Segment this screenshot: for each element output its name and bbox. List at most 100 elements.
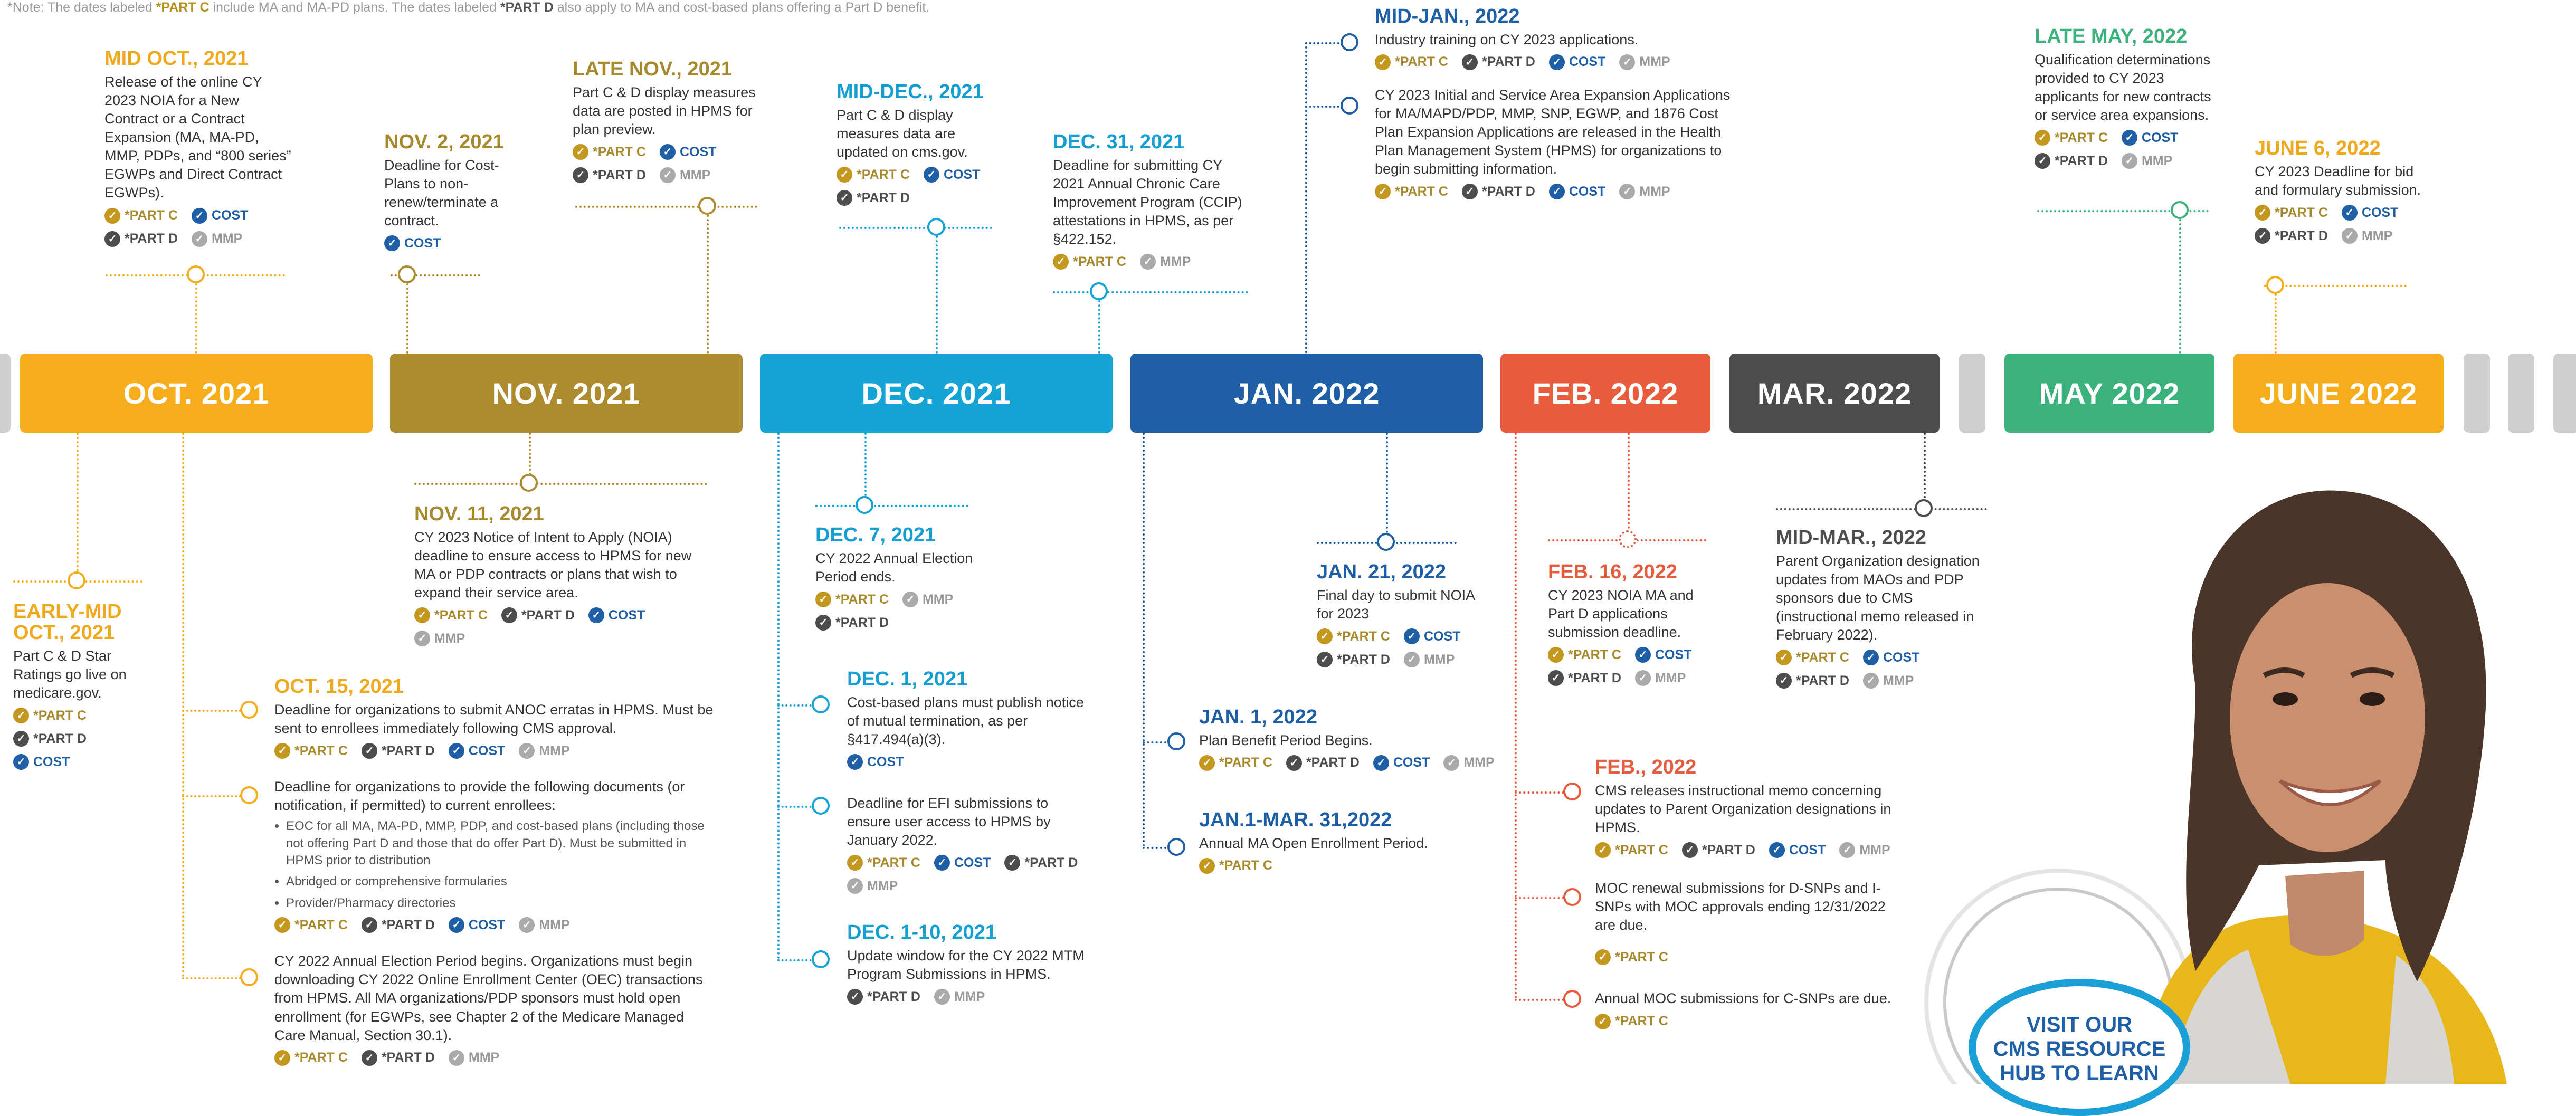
tag-label: *PART C <box>1219 858 1272 873</box>
check-icon: ✓ <box>1548 54 1565 70</box>
resource-hub-button[interactable]: VISIT OUR CMS RESOURCE HUB TO LEARN <box>1969 979 2190 1116</box>
tag-partd: ✓*PART D <box>1681 842 1755 859</box>
event-date: JAN. 21, 2022 <box>1317 561 1447 583</box>
connector-line <box>1053 291 1248 293</box>
check-icon: ✓ <box>1317 628 1333 645</box>
tag-label: MMP <box>1655 670 1686 685</box>
tag-label: *PART D <box>857 190 910 205</box>
tag-mmp: ✓MMP <box>1634 670 1686 686</box>
tag-label: MMP <box>434 631 465 646</box>
event-text: Part C & D display measures data are upd… <box>837 107 968 160</box>
check-icon: ✓ <box>414 631 430 647</box>
tag-label: MMP <box>1883 673 1914 688</box>
tag-label: COST <box>867 754 904 769</box>
check-icon: ✓ <box>384 235 400 252</box>
timeline-node <box>398 265 416 283</box>
event-late-may-2022: LATE MAY, 2022 Qualification determinati… <box>2035 26 2219 169</box>
connector-line <box>839 227 992 229</box>
tag-label: *PART C <box>1568 647 1621 662</box>
event-date: NOV. 11, 2021 <box>414 503 544 525</box>
tag-mmp: ✓MMP <box>934 989 985 1005</box>
connector-line <box>2275 294 2277 354</box>
tag-partd: ✓*PART D <box>1004 855 1078 871</box>
tag-group: ✓*PART C ✓*PART D ✓COST ✓MMP <box>1595 842 1906 859</box>
eye-left <box>2273 692 2298 706</box>
check-icon: ✓ <box>923 167 939 183</box>
tag-partc: ✓*PART C <box>1317 628 1390 645</box>
check-icon: ✓ <box>1548 184 1565 200</box>
timeline-node <box>520 474 538 492</box>
tag-mmp: ✓MMP <box>659 167 710 184</box>
timeline-node <box>240 786 258 804</box>
connector-line <box>777 704 820 707</box>
timeline-node <box>1341 33 1358 51</box>
event-text: Parent Organization designation updates … <box>1776 552 1980 643</box>
event-dec-31-2021: DEC. 31, 2021 Deadline for submitting CY… <box>1053 131 1253 270</box>
check-icon: ✓ <box>13 731 29 747</box>
tag-partc: ✓*PART C <box>1375 184 1448 200</box>
check-icon: ✓ <box>2255 205 2270 221</box>
event-text: Part C & D display measures data are pos… <box>573 84 756 138</box>
tag-label: MMP <box>211 231 243 246</box>
tag-group: ✓*PART C ✓COST ✓*PART D ✓MMP <box>847 855 1095 894</box>
tag-cost: ✓COST <box>384 235 441 252</box>
tag-label: *PART C <box>1073 254 1126 269</box>
tag-cost: ✓COST <box>1862 650 1919 666</box>
event-date: JAN.1-MAR. 31,2022 <box>1199 809 1392 831</box>
tag-mmp: ✓MMP <box>1839 842 1890 859</box>
event-date: MID OCT., 2021 <box>104 47 249 70</box>
tag-label: *PART C <box>33 708 87 723</box>
tag-label: MMP <box>1859 842 1890 857</box>
event-date: MID-MAR., 2022 <box>1776 527 1927 549</box>
tag-partc: ✓*PART C <box>1776 650 1849 666</box>
tag-label: *PART C <box>1615 842 1668 857</box>
check-icon: ✓ <box>361 917 377 933</box>
check-icon: ✓ <box>1776 650 1792 666</box>
month-feb-2022: FEB. 2022 <box>1500 354 1710 433</box>
check-icon: ✓ <box>1461 54 1478 70</box>
tag-partd: ✓*PART D <box>573 167 646 184</box>
tag-group: ✓*PART C ✓COST ✓*PART D ✓MMP <box>1776 650 1998 689</box>
event-dec-7-2021: DEC. 7, 2021 CY 2022 Annual Election Per… <box>815 524 974 631</box>
event-text: Deadline for submitting CY 2021 Annual C… <box>1053 157 1242 247</box>
connector-line <box>936 236 938 354</box>
tag-label: *PART C <box>294 743 348 758</box>
check-icon: ✓ <box>1373 755 1389 771</box>
list-item: Provider/Pharmacy directories <box>286 895 718 912</box>
event-date: FEB., 2022 <box>1595 756 1697 778</box>
tag-label: MMP <box>539 917 570 932</box>
timeline-node <box>240 968 258 986</box>
check-icon: ✓ <box>1199 755 1215 771</box>
check-icon: ✓ <box>1403 628 1420 645</box>
check-icon: ✓ <box>815 592 831 608</box>
timeline-node <box>812 695 830 713</box>
tag-label: *PART C <box>434 607 488 623</box>
tag-group: ✓*PART C ✓*PART D ✓MMP <box>274 1050 718 1066</box>
event-date: JUNE 6, 2022 <box>2255 137 2381 159</box>
event-june-6-2022: JUNE 6, 2022 CY 2023 Deadline for bid an… <box>2255 138 2423 244</box>
check-icon: ✓ <box>448 743 464 759</box>
connector-line <box>777 806 820 808</box>
event-jan-1-2022: JAN. 1, 2022 Plan Benefit Period Begins.… <box>1199 707 1495 771</box>
tag-label: *PART D <box>835 615 889 630</box>
eyebrow-right <box>2350 667 2395 678</box>
tag-group: ✓*PART C ✓*PART D ✓COST ✓MMP <box>274 917 718 933</box>
timeline-node <box>1167 838 1185 856</box>
connector-line <box>414 483 707 485</box>
tag-group: ✓*PART C <box>1595 1013 1906 1029</box>
check-icon: ✓ <box>1286 755 1302 771</box>
tag-mmp: ✓MMP <box>1443 755 1495 771</box>
tag-label: MMP <box>922 592 954 607</box>
tag-partd: ✓*PART D <box>361 1050 435 1066</box>
check-icon: ✓ <box>1769 842 1785 859</box>
tag-label: COST <box>1569 54 1606 70</box>
check-icon: ✓ <box>2121 130 2137 146</box>
event-jan-21-2022: JAN. 21, 2022 Final day to submit NOIA f… <box>1317 561 1491 668</box>
event-mid-jan-2022: MID-JAN., 2022 Industry training on CY 2… <box>1375 6 1734 200</box>
tag-partd: ✓*PART D <box>847 989 920 1005</box>
tag-cost: ✓COST <box>1634 647 1691 663</box>
connector-line <box>2037 210 2209 212</box>
check-icon: ✓ <box>1634 647 1651 663</box>
tag-partc: ✓*PART C <box>1375 54 1448 70</box>
event-date: DEC. 31, 2021 <box>1053 131 1185 153</box>
